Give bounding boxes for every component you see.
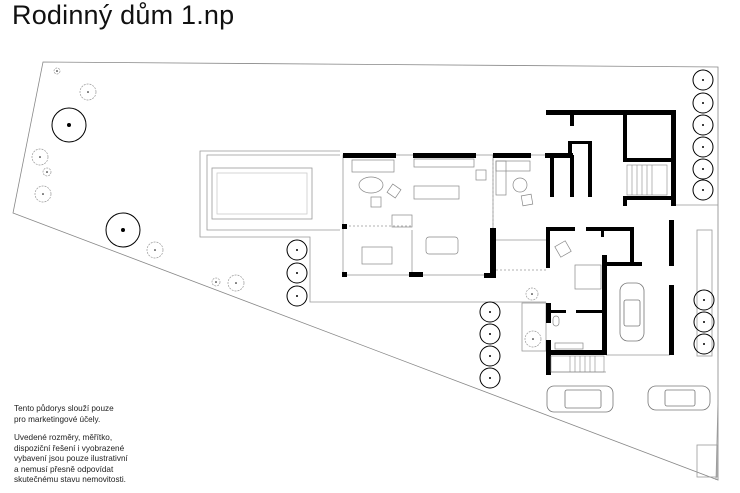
tree bbox=[524, 330, 542, 348]
chair bbox=[475, 169, 487, 181]
tree bbox=[51, 107, 87, 143]
tree bbox=[693, 311, 715, 333]
tree-trunk bbox=[489, 377, 491, 379]
tree bbox=[53, 67, 61, 75]
tree bbox=[692, 114, 714, 136]
toilet bbox=[552, 315, 560, 327]
tree bbox=[692, 69, 714, 91]
tree bbox=[692, 92, 714, 114]
note-line: dispoziční řešení i vyobrazené bbox=[14, 443, 125, 453]
tree bbox=[286, 239, 308, 261]
tree bbox=[479, 301, 501, 323]
tree bbox=[227, 274, 245, 292]
furniture bbox=[351, 158, 602, 350]
dining-table bbox=[425, 236, 459, 255]
tree bbox=[34, 185, 52, 203]
tree-trunk bbox=[121, 228, 125, 232]
pool bbox=[218, 174, 306, 213]
note-line: a nemusí přesně odpovídat bbox=[14, 464, 114, 474]
tree bbox=[211, 277, 221, 287]
tree bbox=[79, 83, 97, 101]
tree-trunk bbox=[702, 168, 704, 170]
tree-trunk bbox=[489, 333, 491, 335]
note-line: Tento půdorys slouží pouze bbox=[14, 404, 114, 413]
bed bbox=[574, 264, 602, 290]
tree bbox=[692, 158, 714, 180]
walls bbox=[342, 110, 676, 375]
tree-trunk bbox=[703, 321, 705, 323]
tree-trunk bbox=[489, 355, 491, 357]
tree-trunk bbox=[703, 299, 705, 301]
tree-trunk bbox=[42, 193, 44, 195]
armchair bbox=[554, 240, 572, 258]
fireplace bbox=[391, 214, 413, 228]
tree-trunk bbox=[702, 124, 704, 126]
tree bbox=[105, 212, 141, 248]
tree bbox=[286, 262, 308, 284]
tree bbox=[31, 148, 49, 166]
tree-trunk bbox=[703, 343, 705, 345]
tree-trunk bbox=[296, 249, 298, 251]
sofa bbox=[351, 159, 395, 173]
chair bbox=[520, 193, 534, 207]
tree-trunk bbox=[489, 311, 491, 313]
tree bbox=[692, 136, 714, 158]
tree bbox=[286, 285, 308, 307]
tree-trunk bbox=[702, 102, 704, 104]
pool-terrace bbox=[199, 150, 546, 303]
armchair bbox=[370, 196, 382, 208]
stairs bbox=[550, 164, 668, 373]
note-line: pro marketingové účely. bbox=[14, 414, 101, 424]
note-line: vybavení jsou pouze ilustrativní bbox=[14, 454, 128, 464]
tree-trunk bbox=[531, 293, 533, 295]
outline-lines bbox=[342, 154, 719, 481]
tree bbox=[479, 367, 501, 389]
cars bbox=[546, 282, 711, 413]
bathroom-vanity bbox=[554, 342, 584, 350]
tree-trunk bbox=[39, 156, 41, 158]
tree bbox=[525, 287, 539, 301]
kitchen-counter bbox=[413, 158, 475, 168]
tree-trunk bbox=[702, 79, 704, 81]
tree-trunk bbox=[702, 146, 704, 148]
coffee-table bbox=[358, 176, 384, 194]
tree-trunk bbox=[87, 91, 89, 93]
tree-trunk bbox=[702, 189, 704, 191]
tree-trunk bbox=[56, 70, 58, 72]
tree bbox=[693, 333, 715, 355]
tree-trunk bbox=[67, 123, 71, 127]
tree-trunk bbox=[46, 171, 48, 173]
tree-trunk bbox=[235, 282, 237, 284]
tree bbox=[479, 345, 501, 367]
tree bbox=[146, 241, 164, 259]
marketing-note: Tento půdorys slouží pouze pro marketing… bbox=[14, 404, 114, 425]
round-table bbox=[512, 177, 528, 193]
tree bbox=[693, 289, 715, 311]
note-line: skutečnému stavu nemovitosti. bbox=[14, 475, 126, 485]
tree bbox=[42, 167, 52, 177]
tree-trunk bbox=[296, 295, 298, 297]
tree bbox=[479, 323, 501, 345]
trees bbox=[31, 67, 715, 389]
tree-trunk bbox=[532, 338, 534, 340]
tree-trunk bbox=[154, 249, 156, 251]
disclaimer-note: Uvedené rozměry, měřítko, dispoziční řeš… bbox=[14, 433, 128, 486]
note-line: Uvedené rozměry, měřítko, bbox=[14, 433, 113, 442]
kitchen-island bbox=[413, 185, 460, 200]
plan-title: Rodinný dům 1.np bbox=[12, 0, 235, 30]
tree-trunk bbox=[296, 272, 298, 274]
site-boundary bbox=[12, 61, 719, 481]
tree bbox=[692, 179, 714, 201]
corner-sofa bbox=[495, 160, 531, 172]
armchair bbox=[386, 183, 402, 199]
dining-table bbox=[361, 246, 393, 265]
tree-trunk bbox=[215, 281, 217, 283]
